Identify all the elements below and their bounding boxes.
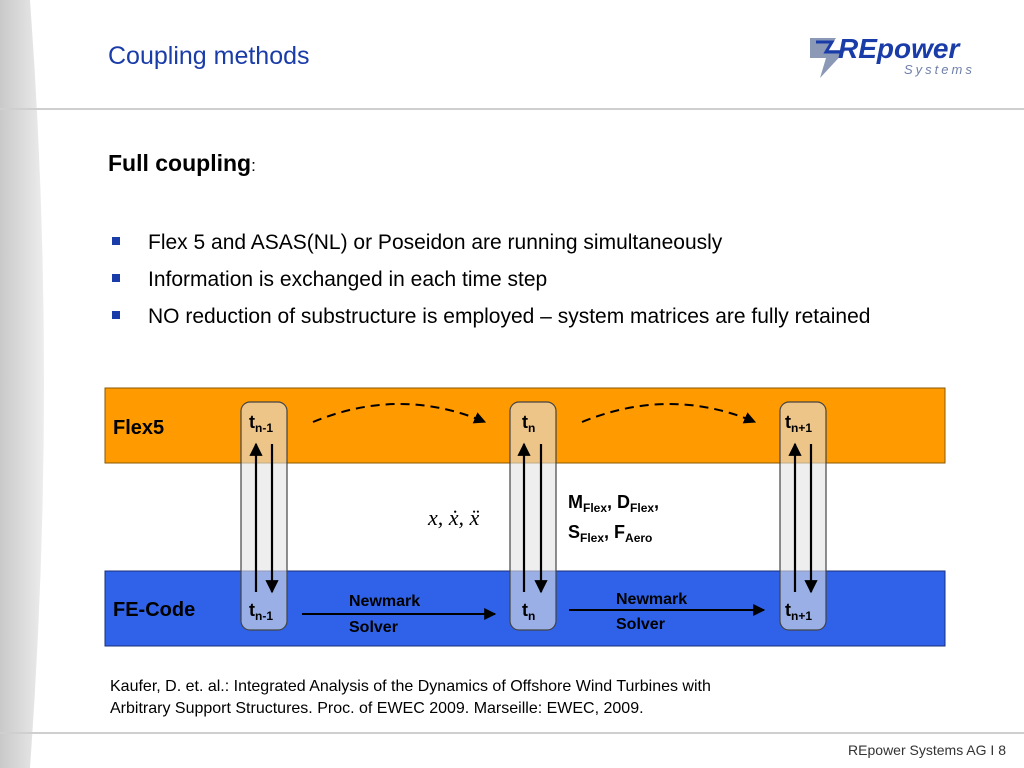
time-label-top-n: tn (522, 412, 535, 435)
logo-text: REpower (838, 33, 961, 64)
state-variables-label: x, ẋ, ẍ (427, 505, 480, 530)
time-label-bottom-n+1: tn+1 (785, 600, 812, 623)
section-heading: Full coupling: (108, 150, 256, 177)
flex5-label: Flex5 (113, 417, 164, 439)
time-step-column-n+1 (779, 401, 827, 631)
time-label-bottom-n: tn (522, 600, 535, 623)
bullet-text: Information is exchanged in each time st… (148, 268, 548, 291)
square-bullet-icon (112, 311, 120, 319)
bullet-list: Flex 5 and ASAS(NL) or Poseidon are runn… (108, 224, 968, 335)
repower-logo: REpower Systems (810, 33, 975, 78)
section-heading-text: Full coupling (108, 150, 252, 176)
square-bullet-icon (112, 274, 120, 282)
coupling-diagram: Flex5 FE-Code tn-1 tn tn+1 tn-1 tn tn+1 … (104, 387, 946, 647)
bullet-text: NO reduction of substructure is employed… (148, 305, 871, 328)
solver-label-1-line2: Solver (349, 619, 398, 636)
solver-label-1-line1: Newmark (349, 593, 420, 610)
citation-line: Kaufer, D. et. al.: Integrated Analysis … (110, 678, 711, 695)
logo-mark-icon (810, 38, 846, 78)
bullet-item: Flex 5 and ASAS(NL) or Poseidon are runn… (108, 224, 968, 261)
bullet-item: NO reduction of substructure is employed… (108, 298, 968, 335)
solver-label-2-line1: Newmark (616, 591, 687, 608)
logo-subtext: Systems (904, 62, 975, 77)
header-divider (0, 108, 1024, 110)
footer-divider (0, 732, 1024, 734)
time-step-column-n (509, 401, 557, 631)
dashed-step-arrow-2 (581, 403, 757, 424)
square-bullet-icon (112, 237, 120, 245)
bullet-text: Flex 5 and ASAS(NL) or Poseidon are runn… (148, 231, 723, 254)
citation: Kaufer, D. et. al.: Integrated Analysis … (110, 676, 910, 720)
citation-line: Arbitrary Support Structures. Proc. of E… (110, 700, 644, 717)
time-step-column-n-1 (240, 401, 288, 631)
solver-label-2-line2: Solver (616, 616, 665, 633)
matrices-label-line1: MFlex, DFlex, (568, 492, 659, 515)
section-heading-colon: : (251, 156, 256, 175)
matrices-label-line2: SFlex, FAero (568, 522, 652, 545)
time-label-bottom-n-1: tn-1 (249, 600, 273, 623)
fe-code-label: FE-Code (113, 599, 195, 621)
dashed-step-arrow-1 (312, 403, 487, 424)
left-decorative-band (0, 0, 44, 768)
time-label-top-n-1: tn-1 (249, 412, 273, 435)
bullet-item: Information is exchanged in each time st… (108, 261, 968, 298)
footer-text: REpower Systems AG I 8 (848, 742, 1006, 758)
time-label-top-n+1: tn+1 (785, 412, 812, 435)
slide-title: Coupling methods (108, 42, 310, 70)
